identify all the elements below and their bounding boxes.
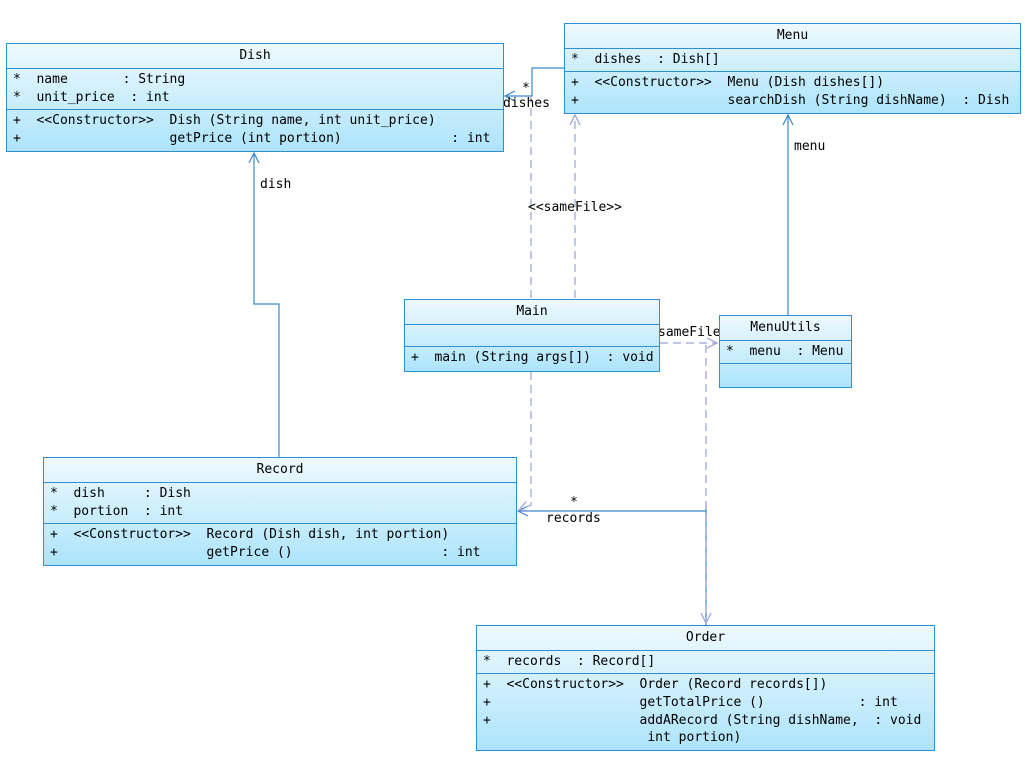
- label-menu-role: menu: [794, 139, 826, 154]
- class-menuutils-name: MenuUtils: [720, 316, 851, 341]
- class-dish-name: Dish: [7, 44, 503, 69]
- assoc-order-record[interactable]: [518, 511, 707, 625]
- operation[interactable]: + getTotalPrice () : int: [483, 695, 898, 710]
- class-order[interactable]: Order * records : Record[] + <<Construct…: [476, 625, 935, 751]
- class-main-operations: + main (String args[]) : void: [405, 347, 659, 369]
- assoc-menu-dish[interactable]: [505, 67, 564, 96]
- attribute[interactable]: * portion : int: [50, 504, 184, 519]
- assoc-record-dish[interactable]: [254, 153, 280, 457]
- attribute[interactable]: * name : String: [13, 72, 186, 87]
- attribute[interactable]: * dishes : Dish[]: [571, 52, 720, 67]
- class-record-name: Record: [44, 458, 516, 483]
- label-dish-role: dish: [260, 177, 292, 192]
- label-dishes-role: dishes: [503, 96, 550, 111]
- class-main[interactable]: Main + main (String args[]) : void: [404, 299, 660, 372]
- class-menu[interactable]: Menu * dishes : Dish[] + <<Constructor>>…: [564, 23, 1021, 114]
- class-dish-attributes: * name : String * unit_price : int: [7, 69, 503, 110]
- attribute[interactable]: * unit_price : int: [13, 90, 170, 105]
- class-menu-attributes: * dishes : Dish[]: [565, 49, 1020, 72]
- operation[interactable]: int portion): [483, 730, 742, 745]
- label-records-role: records: [546, 511, 601, 526]
- attribute[interactable]: * menu : Menu: [726, 344, 844, 359]
- class-dish-operations: + <<Constructor>> Dish (String name, int…: [7, 110, 503, 150]
- operation[interactable]: + <<Constructor>> Order (Record records[…: [483, 677, 828, 692]
- class-order-name: Order: [477, 626, 934, 651]
- class-record[interactable]: Record * dish : Dish * portion : int + <…: [43, 457, 517, 566]
- operation[interactable]: + addARecord (String dishName, : void: [483, 713, 922, 728]
- class-record-operations: + <<Constructor>> Record (Dish dish, int…: [44, 524, 516, 564]
- label-samefile-stereotype: <<sameFile>>: [528, 200, 622, 215]
- class-dish[interactable]: Dish * name : String * unit_price : int …: [6, 43, 504, 152]
- class-menuutils-operations: [720, 364, 851, 386]
- class-order-attributes: * records : Record[]: [477, 651, 934, 674]
- label-records-multiplicity: *: [570, 495, 578, 510]
- label-samefile-main-utils: sameFile: [658, 325, 721, 340]
- operation[interactable]: + main (String args[]) : void: [411, 350, 654, 365]
- class-record-attributes: * dish : Dish * portion : int: [44, 483, 516, 524]
- class-menu-name: Menu: [565, 24, 1020, 49]
- attribute[interactable]: * dish : Dish: [50, 486, 191, 501]
- label-dishes-multiplicity: *: [522, 81, 530, 96]
- operation[interactable]: + <<Constructor>> Dish (String name, int…: [13, 113, 436, 128]
- class-menuutils[interactable]: MenuUtils * menu : Menu: [719, 315, 852, 388]
- class-main-attributes: [405, 325, 659, 347]
- operation[interactable]: + getPrice () : int: [50, 545, 481, 560]
- class-menuutils-attributes: * menu : Menu: [720, 341, 851, 364]
- operation[interactable]: + searchDish (String dishName) : Dish: [571, 93, 1010, 108]
- operation[interactable]: + getPrice (int portion) : int: [13, 131, 491, 146]
- class-order-operations: + <<Constructor>> Order (Record records[…: [477, 674, 934, 748]
- operation[interactable]: + <<Constructor>> Record (Dish dish, int…: [50, 527, 450, 542]
- class-main-name: Main: [405, 300, 659, 325]
- class-menu-operations: + <<Constructor>> Menu (Dish dishes[]) +…: [565, 72, 1020, 112]
- attribute[interactable]: * records : Record[]: [483, 654, 656, 669]
- operation[interactable]: + <<Constructor>> Menu (Dish dishes[]): [571, 75, 885, 90]
- dep-main-record[interactable]: [519, 372, 532, 510]
